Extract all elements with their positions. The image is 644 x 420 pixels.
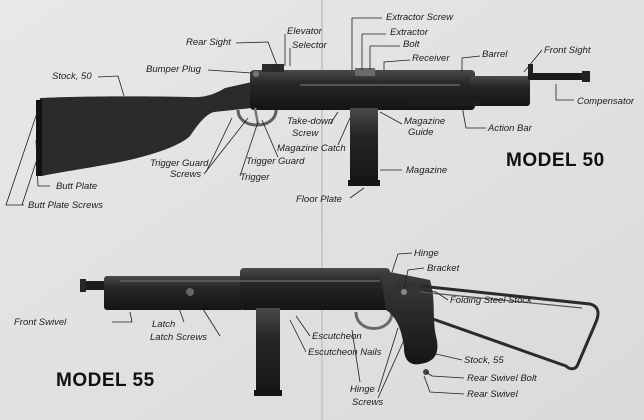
model-55-receiver-shape bbox=[240, 268, 390, 310]
model-55-magazine-shape bbox=[256, 308, 280, 396]
label-trigger-guard: Trigger Guard bbox=[246, 156, 305, 167]
label-bolt: Bolt bbox=[403, 39, 420, 50]
label-action-bar: Action Bar bbox=[487, 123, 533, 134]
label-butt-plate: Butt Plate bbox=[56, 181, 97, 192]
label-floor-plate: Floor Plate bbox=[296, 194, 342, 205]
label-receiver: Receiver bbox=[412, 53, 450, 64]
label-magazine-guide-line1: Magazine bbox=[404, 116, 445, 127]
model-50-stock-shape bbox=[37, 82, 252, 176]
model-50-rear-sight-shape bbox=[262, 64, 284, 72]
model-55-pistol-grip-shape bbox=[380, 270, 438, 365]
model-55-folding-stock-shape bbox=[419, 284, 600, 371]
label-selector: Selector bbox=[292, 40, 328, 51]
label-elevator: Elevator bbox=[287, 26, 323, 37]
model-50-front-sight-shape bbox=[528, 64, 533, 74]
label-escutcheon: Escutcheon bbox=[312, 331, 362, 342]
label-extractor-screw: Extractor Screw bbox=[386, 12, 454, 23]
label-hinge: Hinge bbox=[414, 248, 439, 259]
label-take-down-screw-line1: Take-down bbox=[287, 116, 333, 127]
label-magazine-guide-line2: Guide bbox=[408, 127, 433, 138]
label-take-down-screw-line2: Screw bbox=[292, 128, 320, 139]
model-50-leader-lines bbox=[5, 17, 574, 206]
label-latch: Latch bbox=[152, 319, 175, 330]
label-compensator: Compensator bbox=[577, 96, 635, 107]
label-bumper-plug: Bumper Plug bbox=[146, 64, 202, 75]
label-stock-50: Stock, 50 bbox=[52, 71, 92, 82]
model-55-title: MODEL 55 bbox=[56, 370, 155, 391]
label-magazine: Magazine bbox=[406, 165, 447, 176]
label-front-sight: Front Sight bbox=[544, 45, 591, 56]
model-55-labels: Hinge Bracket Folding Steel Stock Front … bbox=[14, 248, 537, 408]
label-trigger-guard-screws-line1: Trigger Guard bbox=[150, 158, 209, 169]
label-hinge-screws-line2: Screws bbox=[352, 397, 383, 408]
label-bracket: Bracket bbox=[427, 263, 460, 274]
label-stock-55: Stock, 55 bbox=[464, 355, 504, 366]
model-50-compensator-shape bbox=[528, 73, 590, 80]
label-front-swivel: Front Swivel bbox=[14, 317, 67, 328]
model-50-butt-plate-shape bbox=[36, 100, 42, 176]
model-50-barrel-shape bbox=[470, 76, 530, 106]
model-55-gun-illustration bbox=[80, 268, 600, 396]
label-rear-swivel-bolt: Rear Swivel Bolt bbox=[467, 373, 537, 384]
model-50-title: MODEL 50 bbox=[506, 150, 605, 171]
label-rear-sight: Rear Sight bbox=[186, 37, 231, 48]
model-55-leader-lines bbox=[112, 252, 465, 399]
label-hinge-screws-line1: Hinge bbox=[350, 384, 375, 395]
label-latch-screws: Latch Screws bbox=[150, 332, 207, 343]
label-trigger: Trigger bbox=[240, 172, 270, 183]
model-55-barrel-shape bbox=[104, 276, 244, 310]
model-50-magazine-shape bbox=[350, 108, 378, 186]
model-50-labels: Rear Sight Elevator Selector Extractor S… bbox=[28, 12, 635, 211]
label-rear-swivel: Rear Swivel bbox=[467, 389, 519, 400]
label-butt-plate-screws: Butt Plate Screws bbox=[28, 200, 103, 211]
label-trigger-guard-screws-line2: Screws bbox=[170, 169, 201, 180]
model-50-gun-illustration bbox=[36, 64, 590, 186]
model-55-bracket-shape bbox=[396, 282, 418, 298]
label-magazine-catch: Magazine Catch bbox=[277, 143, 346, 154]
label-escutcheon-nails: Escutcheon Nails bbox=[308, 347, 382, 358]
label-barrel: Barrel bbox=[482, 49, 508, 60]
label-folding-steel-stock: Folding Steel Stock bbox=[450, 295, 533, 306]
label-extractor: Extractor bbox=[390, 27, 429, 38]
